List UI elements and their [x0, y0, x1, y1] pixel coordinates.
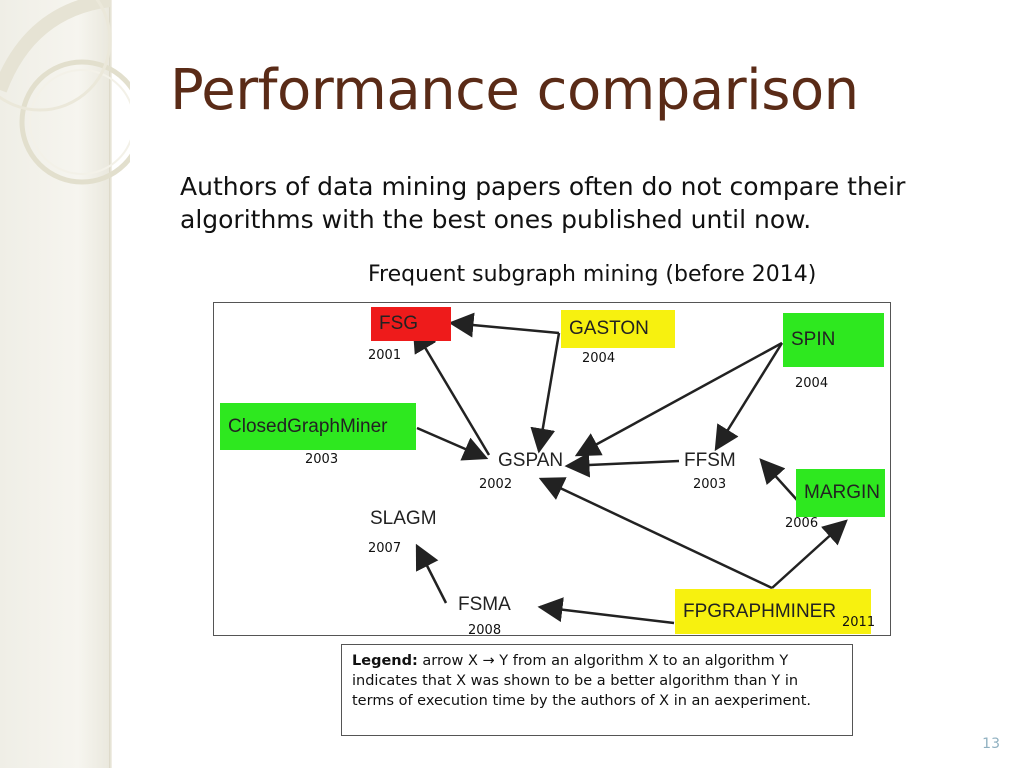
legend-label: Legend: [352, 653, 418, 669]
year-fsg: 2001 [368, 348, 402, 363]
year-gspan: 2002 [479, 477, 513, 492]
edge-gaston-gspan [530, 332, 561, 454]
edge-gspan-fsg [412, 326, 491, 456]
year-margin: 2006 [785, 516, 819, 531]
node-fsg: FSG [371, 307, 451, 341]
edge-gaston-fsg [448, 312, 560, 338]
edge-fpgraphminer-gspan [538, 477, 773, 590]
edge-spin-gspan [574, 341, 783, 457]
legend-text: arrow X → Y from an algorithm X to an al… [352, 653, 811, 709]
edge-fsma-slagm [415, 543, 448, 604]
year-closedgraphminer: 2003 [305, 452, 339, 467]
node-margin: MARGIN [796, 469, 885, 517]
node-fpgraphminer: FPGRAPHMINER [675, 589, 871, 634]
node-gaston: GASTON [561, 310, 675, 348]
year-slagm: 2007 [368, 541, 402, 556]
edge-fpgraphminer-fsma [537, 597, 675, 625]
algorithm-comparison-diagram: FSG 2001 GASTON 2004 SPIN 2004 ClosedGra… [213, 302, 891, 638]
diagram-arrows [412, 312, 848, 625]
year-spin: 2004 [795, 376, 829, 391]
page-number: 13 [982, 736, 1000, 752]
year-fpgraphminer: 2011 [842, 615, 876, 630]
decorative-rings [0, 0, 130, 185]
edge-margin-ffsm [759, 458, 798, 501]
node-closedgraphminer: ClosedGraphMiner [220, 403, 416, 450]
edge-closedgraphminer-gspan [416, 426, 489, 461]
edge-spin-ffsm [714, 342, 784, 452]
year-ffsm: 2003 [693, 477, 727, 492]
node-gspan: GSPAN [498, 450, 564, 471]
year-gaston: 2004 [582, 351, 616, 366]
node-slagm: SLAGM [370, 508, 437, 529]
year-fsma: 2008 [468, 623, 502, 638]
node-spin: SPIN [783, 313, 884, 367]
legend-box: Legend: arrow X → Y from an algorithm X … [341, 644, 853, 736]
diagram-title: Frequent subgraph mining (before 2014) [368, 262, 817, 287]
slide-title: Performance comparison [170, 58, 859, 123]
node-ffsm: FFSM [684, 450, 736, 471]
side-decoration [0, 0, 112, 768]
edge-fpgraphminer-margin [771, 519, 848, 589]
slide-body-text: Authors of data mining papers often do n… [180, 172, 906, 234]
edge-ffsm-gspan [564, 452, 680, 478]
node-fsma: FSMA [458, 594, 511, 615]
